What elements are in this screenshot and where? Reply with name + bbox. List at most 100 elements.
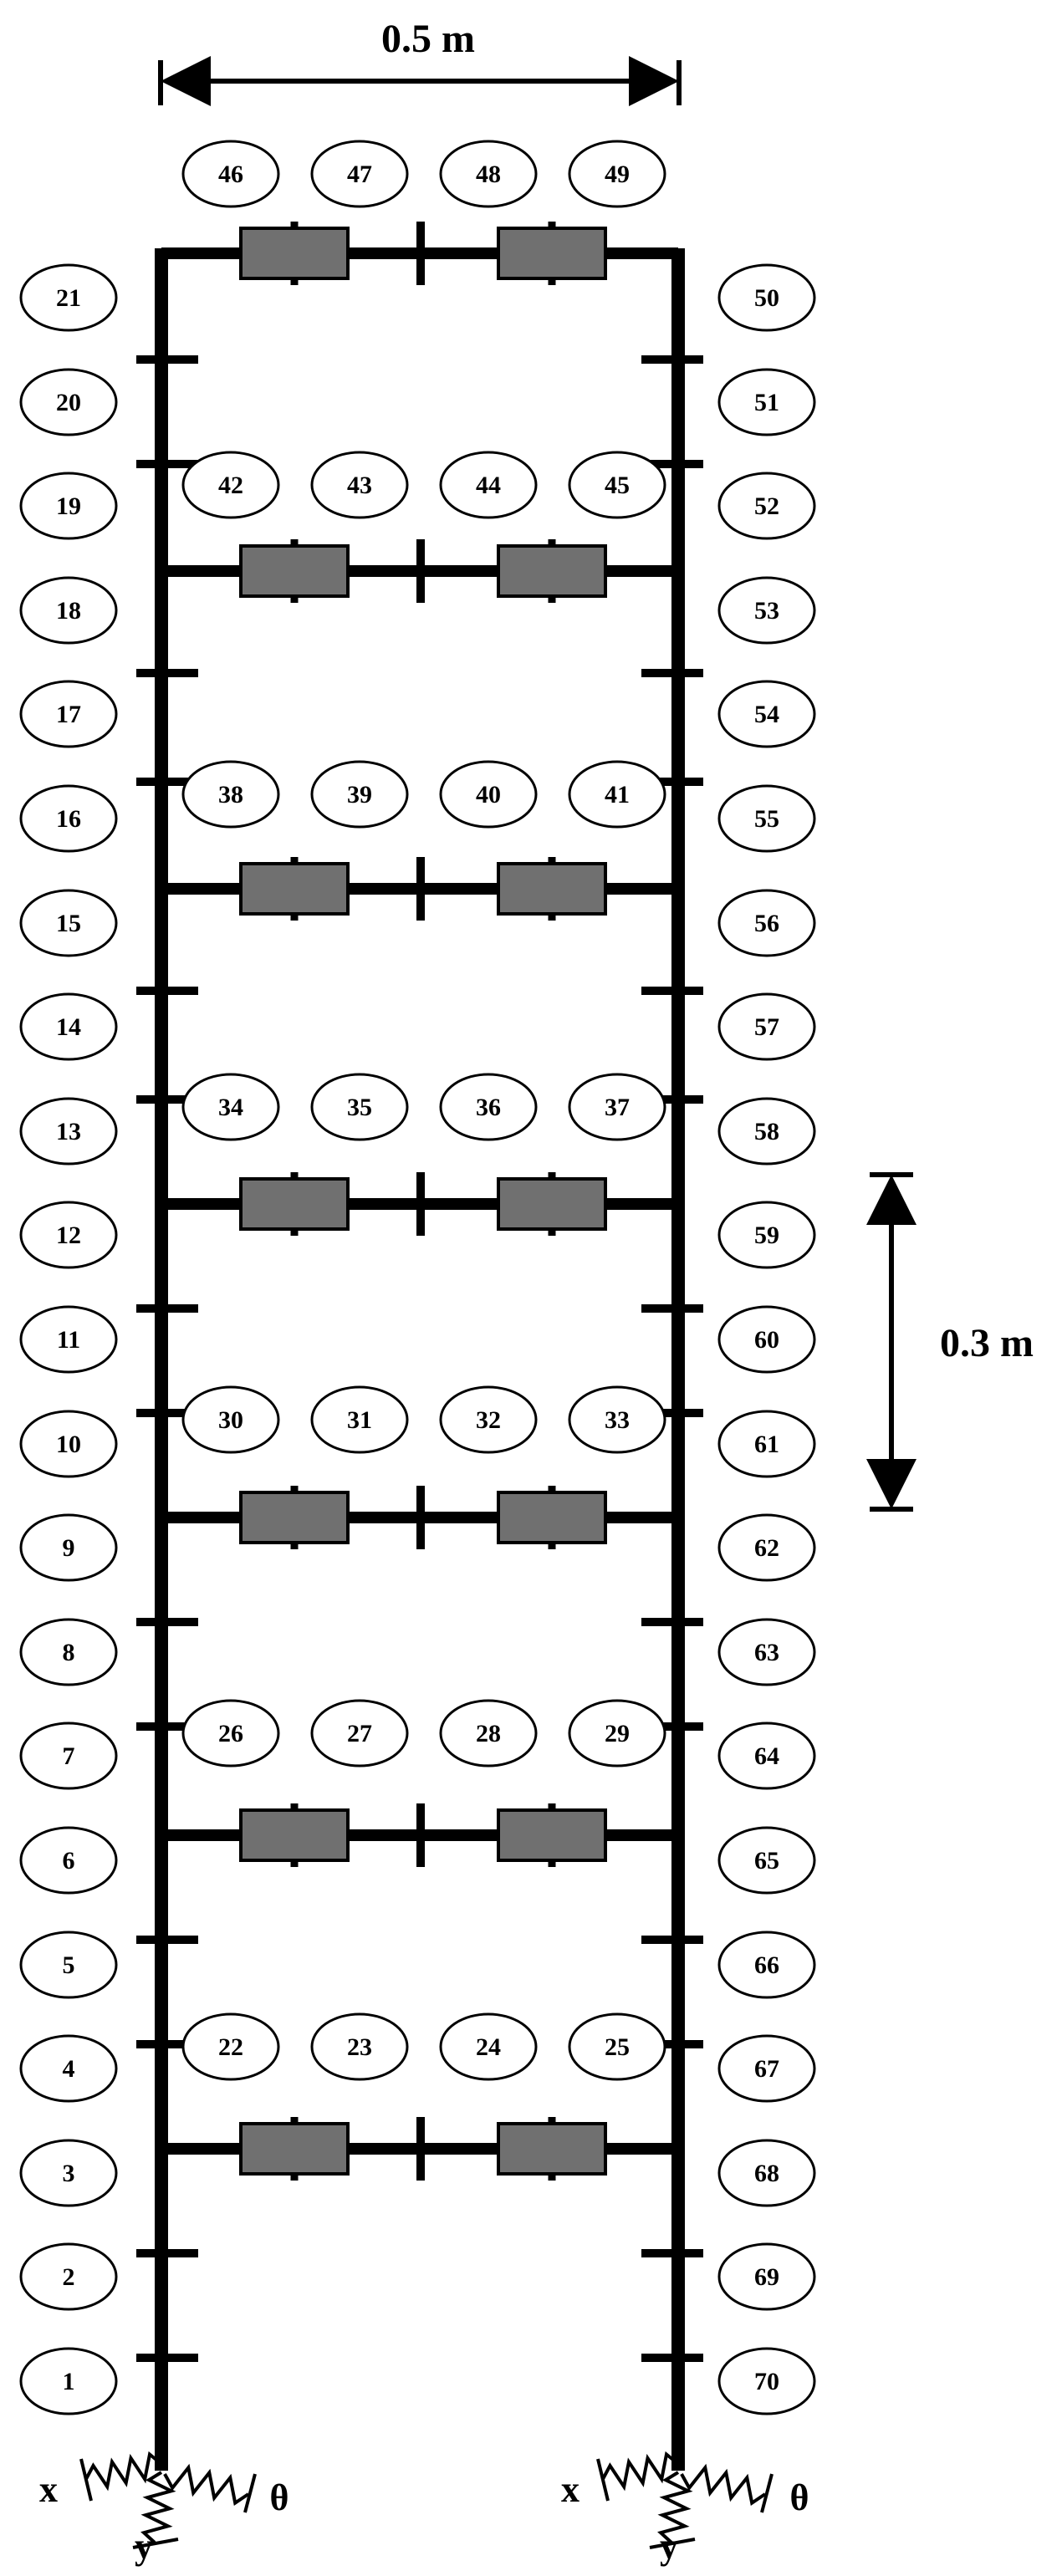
right-column-element-label: 51 bbox=[754, 389, 779, 416]
left-column-element-outline bbox=[19, 1931, 118, 1999]
beam-element-outline bbox=[310, 140, 409, 208]
left-column-element-outline bbox=[19, 2139, 118, 2207]
right-column-element-outline bbox=[717, 1931, 816, 1999]
left-column-element-outline bbox=[19, 1513, 118, 1582]
left-column-element-label: 15 bbox=[56, 910, 81, 937]
left-support-y-ground bbox=[132, 2538, 179, 2549]
beam-element-label: 23 bbox=[347, 2033, 372, 2061]
beam-element: 45 bbox=[568, 451, 666, 519]
left-column-element-outline bbox=[19, 576, 118, 645]
left-column-element: 10 bbox=[19, 1410, 118, 1478]
right-column-element-outline bbox=[717, 2034, 816, 2103]
right-column-element-label: 70 bbox=[754, 2368, 779, 2395]
beam-element: 46 bbox=[181, 140, 280, 208]
beam-element: 22 bbox=[181, 2012, 280, 2081]
beam-element-outline bbox=[310, 1073, 409, 1141]
beam-element: 23 bbox=[310, 2012, 409, 2081]
element-labels: 2120191817161514131211109876543215051525… bbox=[19, 140, 816, 2415]
beam-element-outline bbox=[568, 451, 666, 519]
right-support-x-spring-icon bbox=[601, 2451, 680, 2492]
beam-element-outline bbox=[568, 2012, 666, 2081]
right-column-element: 69 bbox=[717, 2242, 816, 2311]
beam-element: 35 bbox=[310, 1073, 409, 1141]
right-support-theta-ground bbox=[760, 2473, 774, 2513]
right-column-element-label: 53 bbox=[754, 597, 779, 625]
right-column-element: 68 bbox=[717, 2139, 816, 2207]
beam-element: 49 bbox=[568, 140, 666, 208]
beam-element-label: 37 bbox=[605, 1094, 630, 1121]
beam-element-outline bbox=[310, 1699, 409, 1767]
right-column-element-label: 68 bbox=[754, 2160, 779, 2187]
left-column-element: 5 bbox=[19, 1931, 118, 1999]
left-column-element-outline bbox=[19, 2347, 118, 2415]
left-support-theta-label: θ bbox=[270, 2477, 289, 2518]
beam-element: 28 bbox=[439, 1699, 538, 1767]
support-labels: x y θ x y θ bbox=[39, 2469, 809, 2567]
left-column-element-outline bbox=[19, 992, 118, 1061]
left-column-element-label: 1 bbox=[63, 2368, 75, 2395]
beam-element-label: 31 bbox=[347, 1406, 372, 1434]
left-column-element-outline bbox=[19, 889, 118, 957]
beam-element: 33 bbox=[568, 1385, 666, 1454]
right-column-element-outline bbox=[717, 1618, 816, 1686]
left-support-y-spring-icon bbox=[140, 2471, 176, 2544]
beam-element-label: 26 bbox=[218, 1720, 243, 1747]
left-column-element-outline bbox=[19, 1826, 118, 1895]
right-support bbox=[596, 2451, 774, 2549]
beam-element-label: 32 bbox=[476, 1406, 501, 1434]
left-column-element-label: 5 bbox=[63, 1951, 75, 1979]
damper-4-2 bbox=[497, 1177, 607, 1231]
right-column-element-outline bbox=[717, 680, 816, 748]
beam-element-outline bbox=[439, 760, 538, 829]
beam-element-label: 44 bbox=[476, 472, 501, 499]
width-dimension-label: 0.5 m bbox=[381, 17, 475, 61]
damper-4-1 bbox=[239, 1177, 350, 1231]
right-column-element: 58 bbox=[717, 1097, 816, 1166]
beam-element: 39 bbox=[310, 760, 409, 829]
left-column-element-label: 19 bbox=[56, 492, 81, 520]
frame-structure bbox=[136, 222, 703, 2471]
beam-element-outline bbox=[439, 1385, 538, 1454]
right-column-element-label: 64 bbox=[754, 1742, 779, 1770]
beam-element-label: 34 bbox=[218, 1094, 243, 1121]
right-column-element-outline bbox=[717, 2139, 816, 2207]
beam-element-outline bbox=[310, 2012, 409, 2081]
left-column-element-outline bbox=[19, 472, 118, 540]
beam-element-label: 43 bbox=[347, 472, 372, 499]
left-column-element: 19 bbox=[19, 472, 118, 540]
left-column-element: 14 bbox=[19, 992, 118, 1061]
right-column-element-outline bbox=[717, 472, 816, 540]
beam-element: 42 bbox=[181, 451, 280, 519]
beam-element-outline bbox=[439, 451, 538, 519]
width-dimension: 0.5 m bbox=[158, 17, 682, 106]
beam-element-outline bbox=[310, 1385, 409, 1454]
beam-element-label: 49 bbox=[605, 161, 630, 188]
left-column-element: 18 bbox=[19, 576, 118, 645]
right-column-element: 54 bbox=[717, 680, 816, 748]
beam-element-outline bbox=[568, 760, 666, 829]
beam-element-label: 24 bbox=[476, 2033, 501, 2061]
left-column-element-outline bbox=[19, 680, 118, 748]
beam-element-outline bbox=[310, 760, 409, 829]
right-column-element-label: 66 bbox=[754, 1951, 779, 1979]
beam-element: 34 bbox=[181, 1073, 280, 1141]
beam-element-outline bbox=[439, 1699, 538, 1767]
left-support-x-label: x bbox=[39, 2469, 58, 2510]
right-column-element: 59 bbox=[717, 1201, 816, 1269]
right-column-element-label: 59 bbox=[754, 1222, 779, 1249]
right-column-element-label: 63 bbox=[754, 1639, 779, 1666]
right-column-element: 53 bbox=[717, 576, 816, 645]
left-support-theta-ground bbox=[243, 2473, 257, 2513]
beam-element: 27 bbox=[310, 1699, 409, 1767]
beam-element-label: 28 bbox=[476, 1720, 501, 1747]
left-column-element-outline bbox=[19, 1618, 118, 1686]
left-column-element: 1 bbox=[19, 2347, 118, 2415]
left-column-element-outline bbox=[19, 2242, 118, 2311]
right-support-y-ground bbox=[649, 2538, 696, 2549]
beam-element: 31 bbox=[310, 1385, 409, 1454]
right-column-element-outline bbox=[717, 1305, 816, 1374]
beam-element-outline bbox=[181, 140, 280, 208]
left-column-element-label: 7 bbox=[63, 1742, 75, 1770]
right-column-element-label: 62 bbox=[754, 1534, 779, 1562]
right-column-element-label: 50 bbox=[754, 284, 779, 312]
